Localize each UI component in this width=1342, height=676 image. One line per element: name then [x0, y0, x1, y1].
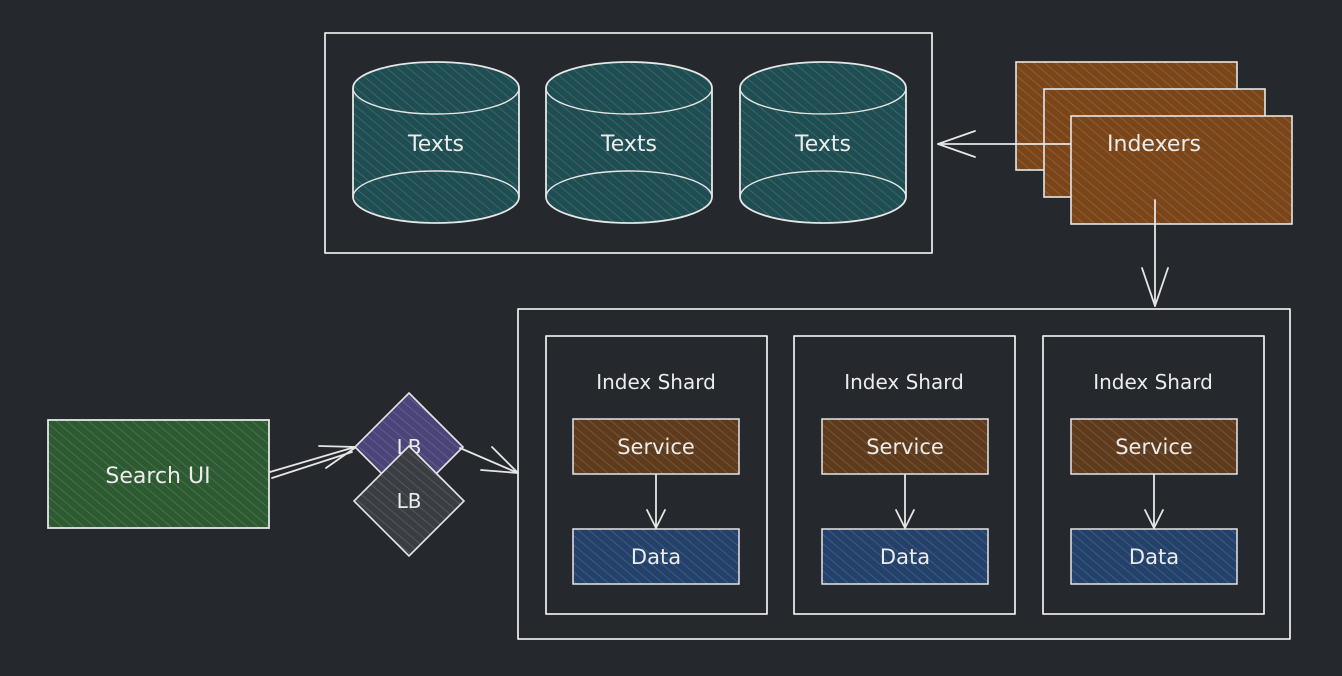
text-store-cylinder: Texts — [352, 61, 520, 224]
arrow-indexers-to-texts — [937, 130, 1071, 158]
indexers-label: Indexers — [1107, 132, 1201, 157]
index-shards-group: Index Shard Service Data Index Shard Ser… — [517, 308, 1291, 640]
service-label: Service — [1115, 435, 1193, 459]
service-label: Service — [866, 435, 944, 459]
arrow-lb-to-shards — [459, 446, 519, 474]
arrow-search-ui-to-lb — [269, 445, 357, 479]
lb-label: LB — [397, 489, 422, 513]
shard-title: Index Shard — [1093, 370, 1213, 394]
index-shard: Index Shard Service Data — [545, 335, 768, 615]
service-label: Service — [617, 435, 695, 459]
text-store-label: Texts — [407, 132, 464, 157]
data-label: Data — [880, 545, 930, 569]
data-label: Data — [631, 545, 681, 569]
search-ui-box: Search UI — [47, 419, 270, 529]
text-storage-group: Texts Texts Texts — [324, 32, 933, 254]
text-store-label: Texts — [600, 132, 657, 157]
shard-title: Index Shard — [596, 370, 716, 394]
index-shards-frame — [517, 308, 1291, 640]
indexers-stack: Indexers — [1015, 61, 1293, 225]
data-label: Data — [1129, 545, 1179, 569]
load-balancer: LB — [352, 444, 466, 558]
text-store-label: Texts — [794, 132, 851, 157]
index-shard: Index Shard Service Data — [793, 335, 1016, 615]
arrow-indexers-to-shards — [1141, 199, 1169, 307]
text-store-cylinder: Texts — [739, 61, 907, 224]
text-storage-frame — [324, 32, 933, 254]
search-ui-label: Search UI — [105, 464, 210, 489]
index-shard: Index Shard Service Data — [1042, 335, 1265, 615]
text-store-cylinder: Texts — [545, 61, 713, 224]
shard-title: Index Shard — [844, 370, 964, 394]
